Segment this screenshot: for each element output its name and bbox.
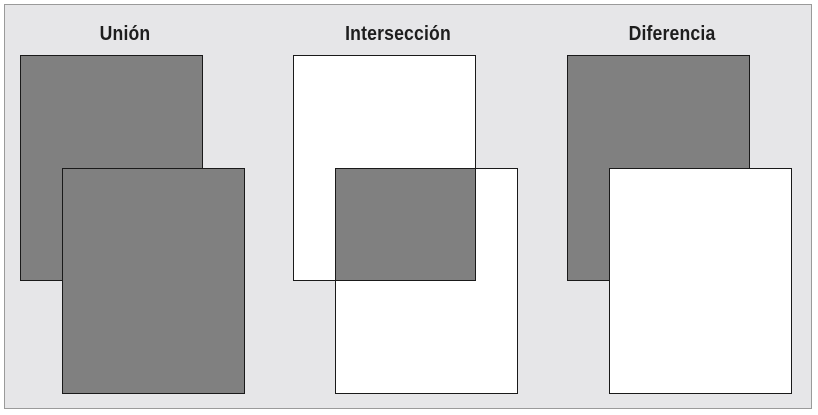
front-rectangle: [609, 168, 792, 394]
panel-title-difference: Diferencia: [628, 23, 716, 45]
panel-intersection: Intersección: [278, 5, 518, 408]
front-rectangle-outline: [335, 168, 518, 394]
panel-union: Unión: [5, 5, 245, 408]
front-rectangle: [62, 168, 245, 394]
overlap-region: [335, 168, 476, 281]
panel-difference: Diferencia: [552, 5, 792, 408]
panel-title-intersection: Intersección: [345, 23, 451, 45]
panel-title-union: Unión: [99, 23, 151, 45]
diagram-frame: Unión Intersección Diferencia: [4, 4, 812, 409]
